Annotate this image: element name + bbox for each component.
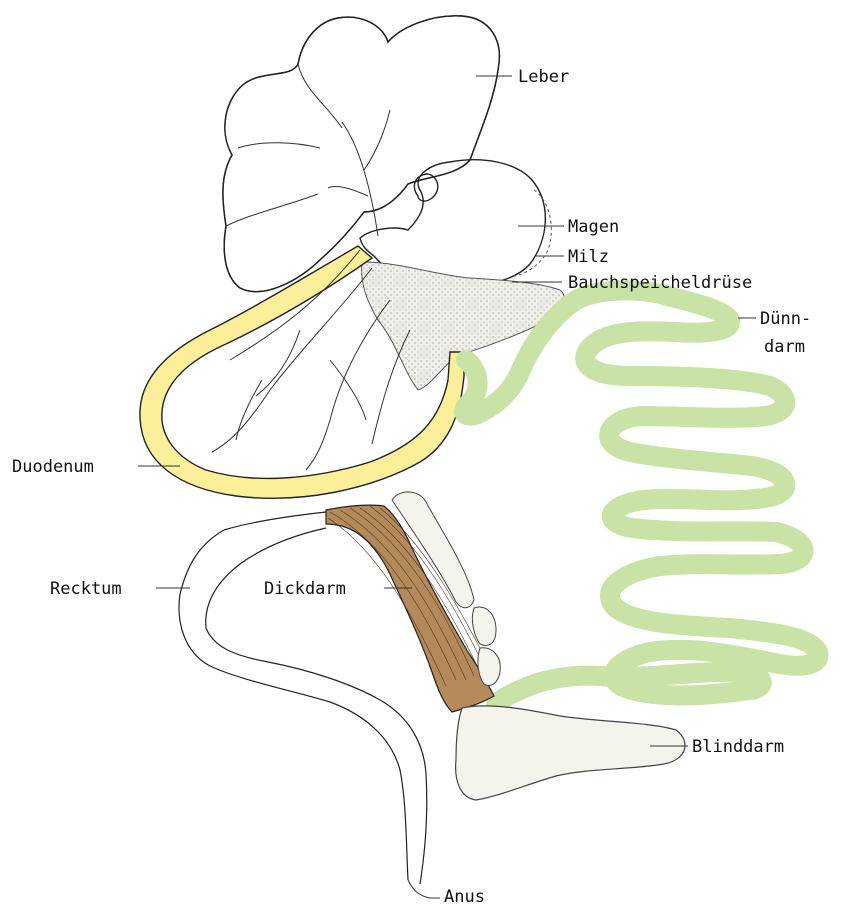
liver-lobe-divider xyxy=(238,143,320,148)
liver-vessel xyxy=(328,186,368,196)
label-magen: Magen xyxy=(568,217,619,237)
liver-lobe-divider xyxy=(298,64,342,128)
liver-vessel xyxy=(364,110,390,170)
label-duenndarm-line2: darm xyxy=(764,337,805,357)
label-dickdarm: Dickdarm xyxy=(264,579,346,599)
label-duodenum: Duodenum xyxy=(12,457,94,477)
cecum xyxy=(456,706,685,800)
liver-vessel xyxy=(342,122,378,236)
label-recktum: Recktum xyxy=(50,579,122,599)
label-leber: Leber xyxy=(518,67,569,87)
label-bauchspeicheldruese: Bauchspeicheldrüse xyxy=(568,273,752,293)
label-duenndarm-line1: Dünn- xyxy=(760,309,811,329)
colon-segment xyxy=(472,607,496,645)
label-blinddarm: Blinddarm xyxy=(692,737,784,757)
label-anus: Anus xyxy=(444,887,485,904)
colon-segment xyxy=(478,648,500,686)
label-milz: Milz xyxy=(568,247,609,267)
spleen xyxy=(514,190,551,276)
liver-lobe-divider xyxy=(226,194,318,226)
